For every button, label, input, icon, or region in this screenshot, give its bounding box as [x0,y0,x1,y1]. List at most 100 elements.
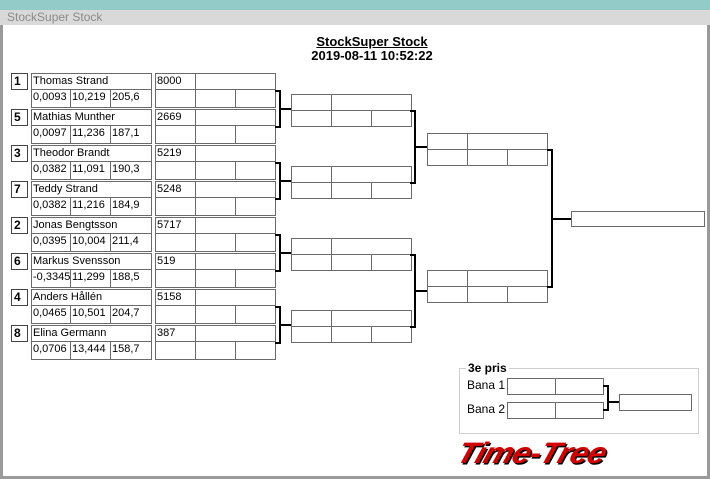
player-score-cell [195,109,276,126]
connector [547,149,552,151]
player-score-cell [195,125,236,144]
bracket-title: StockSuper Stock [316,34,428,49]
player-score-cell [195,305,236,324]
lane-1-cell [555,378,604,395]
bracket-datetime: 2019-08-11 10:52:22 [311,48,433,63]
time-tree-logo: Time-Tree [452,435,612,470]
round2-box-cell [371,326,412,343]
third-place-label: 3e pris [466,361,509,375]
player-elapsed-time: 11,216 [70,197,111,216]
round2-box-cell [291,310,332,327]
round2-box-cell [371,182,412,199]
player-reaction-time: 0,0382 [31,161,71,180]
player-reaction-time: 0,0706 [31,341,71,360]
player-score: 5219 [155,145,196,162]
connector [275,162,280,164]
connector [275,306,280,308]
player-elapsed-time: 11,299 [70,269,111,288]
connector [275,126,280,128]
connector [410,254,415,256]
round2-box-cell [291,326,332,343]
player-name: Thomas Strand [31,73,152,90]
seed-badge: 8 [11,325,28,342]
player-score-cell [235,233,276,252]
player-score-cell [235,341,276,360]
connector [414,290,427,292]
bracket-header: StockSuper Stock 2019-08-11 10:52:22 [272,35,472,63]
player-score-cell [195,217,276,234]
player-reaction-time: 0,0097 [31,125,71,144]
connector [607,401,619,403]
semifinal-box-cell [507,149,548,166]
connector [603,385,608,387]
player-score-cell [155,305,196,324]
player-reaction-time: 0,0093 [31,89,71,108]
player-elapsed-time: 13,444 [70,341,111,360]
player-name: Jonas Bengtsson [31,217,152,234]
seed-badge: 6 [11,253,28,270]
semifinal-box-cell [427,149,468,166]
connector [275,90,280,92]
player-score: 387 [155,325,196,342]
player-score-cell [195,233,236,252]
player-score: 519 [155,253,196,270]
player-score: 8000 [155,73,196,90]
connector [275,198,280,200]
lane-2-cell [507,402,556,419]
player-elapsed-time: 10,004 [70,233,111,252]
semifinal-box-cell [427,270,468,287]
seed-badge: 1 [11,73,28,90]
player-speed: 211,4 [110,233,152,252]
player-name: Teddy Strand [31,181,152,198]
player-elapsed-time: 10,219 [70,89,111,108]
round2-box-cell [331,310,412,327]
player-speed: 187,1 [110,125,152,144]
player-score: 5248 [155,181,196,198]
seed-badge: 5 [11,109,28,126]
player-score-cell [155,125,196,144]
round2-box-cell [291,166,332,183]
connector [410,182,415,184]
player-elapsed-time: 11,236 [70,125,111,144]
round2-box-cell [331,238,412,255]
round2-box-cell [371,254,412,271]
player-score-cell [195,253,276,270]
seed-badge: 3 [11,145,28,162]
player-score-cell [155,233,196,252]
player-score-cell [235,161,276,180]
player-reaction-time: 0,0395 [31,233,71,252]
player-score-cell [235,269,276,288]
round2-box-cell [291,254,332,271]
connector [279,324,291,326]
connector [279,108,291,110]
connector [603,409,608,411]
final-winner-box [571,211,705,227]
round2-box-cell [291,238,332,255]
player-speed: 184,9 [110,197,152,216]
player-score: 5158 [155,289,196,306]
player-score-cell [195,145,276,162]
semifinal-box-cell [427,133,468,150]
round2-box-cell [331,254,372,271]
seed-badge: 4 [11,289,28,306]
player-score-cell [195,73,276,90]
player-speed: 190,3 [110,161,152,180]
player-score-cell [155,197,196,216]
player-score-cell [195,181,276,198]
player-score-cell [155,341,196,360]
lane-1-label: Bana 1 [467,378,506,392]
semifinal-box-cell [467,133,548,150]
player-elapsed-time: 10,501 [70,305,111,324]
player-elapsed-time: 11,091 [70,161,111,180]
window-title: StockSuper Stock [0,10,710,25]
round2-box-cell [371,110,412,127]
lane-1-cell [507,378,556,395]
player-reaction-time: 0,0465 [31,305,71,324]
round2-box-cell [331,326,372,343]
player-reaction-time: 0,0382 [31,197,71,216]
player-score-cell [195,89,236,108]
player-score-cell [195,269,236,288]
player-name: Mathias Munther [31,109,152,126]
player-score: 2669 [155,109,196,126]
window-accent-strip [0,0,710,10]
